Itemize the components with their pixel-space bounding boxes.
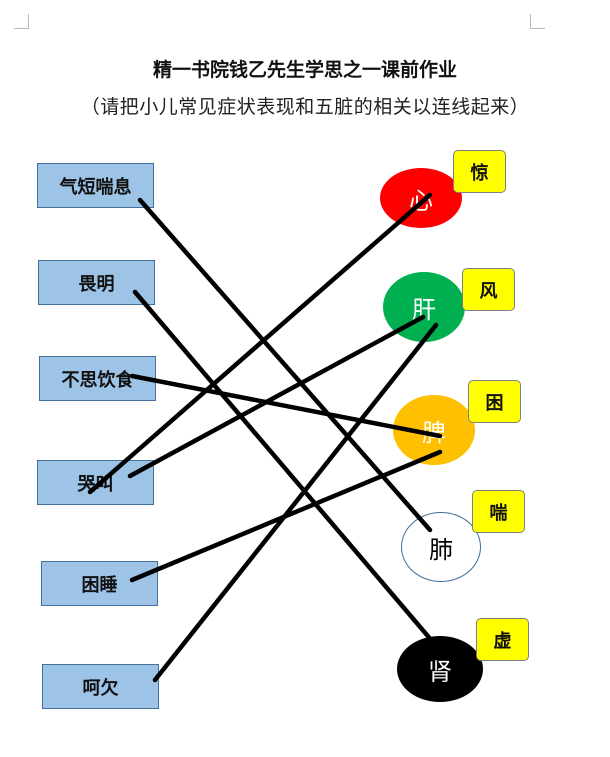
organ-tag-sleepy: 困 bbox=[468, 380, 521, 423]
connection-line-photophobia-kidney bbox=[132, 289, 441, 651]
organ-label: 肺 bbox=[429, 535, 453, 564]
symptom-label: 困睡 bbox=[81, 574, 118, 596]
connection-line-shortness-of-breath-lung bbox=[137, 197, 433, 533]
symptom-label: 畏明 bbox=[78, 273, 115, 295]
connection-line-drowsiness-spleen bbox=[129, 449, 443, 583]
symptom-label: 不思饮食 bbox=[61, 369, 134, 391]
organ-tag-wind: 风 bbox=[462, 268, 515, 311]
symptom-label: 气短喘息 bbox=[59, 176, 132, 198]
organ-tag-deficiency: 虚 bbox=[476, 618, 529, 661]
crop-mark-top-left bbox=[14, 14, 29, 29]
connection-line-yawning-liver bbox=[152, 322, 439, 683]
organ-label: 肾 bbox=[428, 657, 452, 686]
organ-tag-fright: 惊 bbox=[453, 150, 506, 193]
symptom-box-drowsiness[interactable]: 困睡 bbox=[41, 561, 158, 606]
page-title: 精一书院钱乙先生学思之一课前作业 bbox=[152, 59, 457, 81]
symptom-box-no-appetite[interactable]: 不思饮食 bbox=[39, 356, 156, 401]
symptom-box-photophobia[interactable]: 畏明 bbox=[38, 260, 155, 305]
symptom-box-shortness-of-breath[interactable]: 气短喘息 bbox=[37, 163, 154, 208]
page-subtitle: （请把小儿常见症状表现和五脏的相关以连线起来） bbox=[80, 96, 530, 118]
organ-circle-heart[interactable]: 心 bbox=[380, 168, 462, 228]
organ-label: 脾 bbox=[422, 418, 446, 447]
symptom-box-crying[interactable]: 哭叫 bbox=[37, 460, 154, 505]
organ-circle-kidney[interactable]: 肾 bbox=[397, 636, 483, 702]
symptom-box-yawning[interactable]: 呵欠 bbox=[42, 664, 159, 709]
symptom-label: 哭叫 bbox=[77, 473, 114, 495]
organ-label: 心 bbox=[409, 186, 433, 215]
organ-circle-lung[interactable]: 肺 bbox=[401, 512, 481, 582]
organ-circle-spleen[interactable]: 脾 bbox=[393, 395, 475, 465]
connection-line-crying-liver bbox=[127, 314, 426, 479]
symptom-label: 呵欠 bbox=[82, 677, 119, 699]
organ-circle-liver[interactable]: 肝 bbox=[383, 272, 465, 342]
organ-label: 肝 bbox=[412, 295, 436, 324]
connection-line-crying-heart bbox=[87, 192, 433, 495]
organ-tag-pant: 喘 bbox=[472, 490, 525, 533]
crop-mark-top-right bbox=[530, 14, 545, 29]
